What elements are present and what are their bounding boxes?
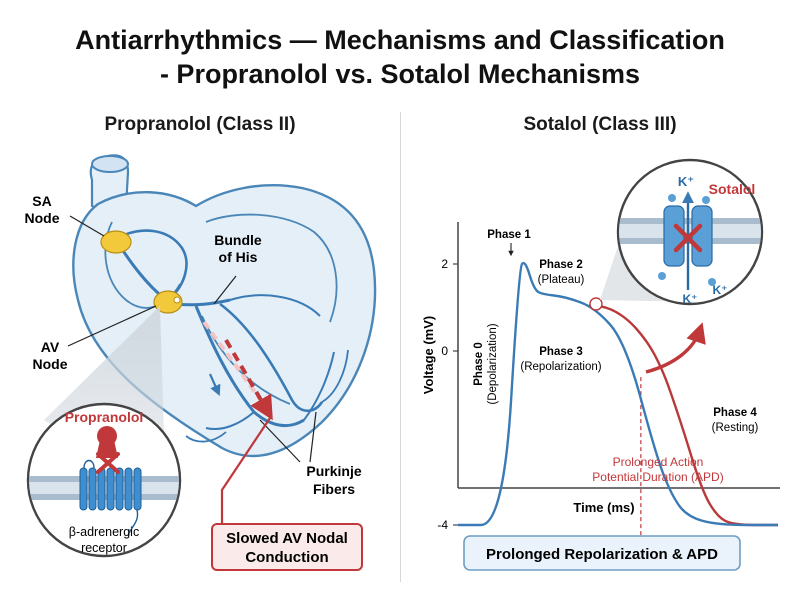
y-axis-label: Voltage (mV) xyxy=(421,316,436,395)
av-label-1: AV xyxy=(41,339,60,355)
main-subtitle: - Propranolol vs. Sotalol Mechanisms xyxy=(159,59,641,89)
phase4-sublabel: (Resting) xyxy=(712,422,759,434)
phase2-sublabel: (Plateau) xyxy=(538,274,585,286)
callout-line-2: Conduction xyxy=(245,549,328,566)
left-panel-title: Propranolol (Class II) xyxy=(104,114,296,135)
purkinje-branch-2 xyxy=(205,411,255,430)
bundle-label-1: Bundle xyxy=(214,232,262,248)
sa-node xyxy=(100,230,132,254)
aorta-opening xyxy=(91,155,129,173)
channel-subunit-left xyxy=(663,205,685,267)
channel-block-x-icon xyxy=(673,223,703,253)
purkinje-leader-1 xyxy=(259,419,301,463)
phase0-sublabel: (Depolarization) xyxy=(487,323,499,404)
y-tick-label: -4 xyxy=(437,518,448,532)
phase0-label: Phase 0 xyxy=(473,342,485,385)
phase3-sublabel: (Repolarization) xyxy=(520,361,601,373)
effect-arrow xyxy=(645,322,706,374)
channel-inset xyxy=(616,158,764,306)
ion-dot xyxy=(708,278,716,286)
sa-label-2: Node xyxy=(25,210,60,226)
propranolol-label: Propranolol xyxy=(65,409,144,425)
summary-text: Prolonged Repolarization & APD xyxy=(486,546,718,563)
signal-faint-arrow xyxy=(202,320,270,412)
blue-signal-arrow xyxy=(208,373,221,397)
phase4-label: Phase 4 xyxy=(713,407,757,419)
x-axis-label: Time (ms) xyxy=(573,500,634,515)
purkinje-label-1: Purkinje xyxy=(306,463,361,479)
channel-zoom-marker xyxy=(589,297,603,311)
callout-connector xyxy=(220,417,271,528)
av-node-center xyxy=(173,296,181,304)
ion-label-bottom-left: K⁺ xyxy=(683,292,698,306)
prolonged-ap-curve xyxy=(588,304,778,527)
panel-divider xyxy=(400,112,401,582)
av-node xyxy=(153,290,183,314)
channel-subunit-right xyxy=(691,205,713,267)
main-title: Antiarrhythmics — Mechanisms and Classif… xyxy=(75,25,725,55)
left-ventricle-wall xyxy=(205,213,338,323)
bundle-label-2: of His xyxy=(219,249,258,265)
channel-membrane-core xyxy=(619,224,761,238)
left-bundle-branch xyxy=(194,305,305,428)
y-tick-label: 0 xyxy=(441,344,448,358)
purkinje-leader-2 xyxy=(309,411,317,463)
phase3-label: Phase 3 xyxy=(539,346,582,358)
ion-label-top: K⁺ xyxy=(678,174,694,189)
callout-line-1: Slowed AV Nodal xyxy=(226,530,348,547)
purkinje-label-2: Fibers xyxy=(313,481,355,497)
receptor-inset xyxy=(26,402,182,558)
av-label-2: Node xyxy=(33,356,68,372)
receptor-label-1: β-adrenergic xyxy=(69,525,139,539)
phase1-label: Phase 1 xyxy=(487,229,531,241)
ion-dot xyxy=(668,194,676,202)
ion-dot xyxy=(702,196,710,204)
propranolol-head xyxy=(97,426,117,446)
apd-label-1: Prolonged Action xyxy=(613,455,704,469)
right-panel-title: Sotalol (Class III) xyxy=(523,114,677,135)
normal-ap-curve xyxy=(458,261,778,527)
purkinje-branch-1 xyxy=(303,351,335,421)
purkinje-branch-4 xyxy=(229,294,321,317)
action-potential-chart: 2 0 -4 Voltage (mV) Time (ms) Phase 0 (Dep… xyxy=(421,222,780,553)
block-x-icon xyxy=(96,452,120,474)
purkinje-branch-3 xyxy=(321,349,349,403)
sa-leader-line xyxy=(69,215,105,237)
apd-label-2: Potential Duration (APD) xyxy=(592,470,723,484)
propranolol-molecule xyxy=(96,440,118,458)
receptor-label-2: receptor xyxy=(81,541,127,555)
internodal-tract-2 xyxy=(117,229,188,299)
bundle-leader-line xyxy=(213,275,237,305)
phase2-label: Phase 2 xyxy=(539,259,582,271)
y-ticks: 2 0 -4 xyxy=(437,257,458,532)
ion-dot xyxy=(658,272,666,280)
y-tick-label: 2 xyxy=(441,257,448,271)
beta-receptor xyxy=(79,459,142,537)
summary-box xyxy=(463,535,741,571)
sotalol-label: Sotalol xyxy=(709,181,756,197)
sa-label-1: SA xyxy=(32,193,51,209)
ion-label-bottom-right: K⁺ xyxy=(713,283,728,297)
callout-box xyxy=(211,523,363,571)
av-leader-line xyxy=(67,305,157,347)
purkinje-branch-5 xyxy=(185,431,227,443)
channel-membrane-top xyxy=(619,218,761,224)
